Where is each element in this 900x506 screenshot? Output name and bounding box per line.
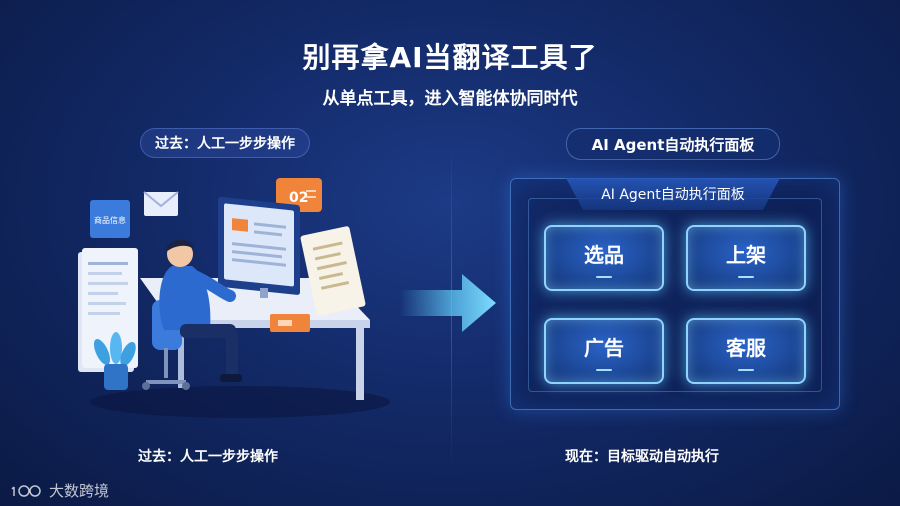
tile-product-selection[interactable]: 选品 xyxy=(544,225,664,291)
person-icon xyxy=(142,239,242,390)
tile-label: 上架 xyxy=(726,242,766,267)
svg-text:商品信息: 商品信息 xyxy=(94,215,126,225)
tile-underline xyxy=(596,368,612,371)
tile-label: 选品 xyxy=(584,242,624,267)
monitor-icon xyxy=(218,196,300,298)
plant-icon xyxy=(93,332,136,390)
agent-panel-label-pill: AI Agent自动执行面板 xyxy=(566,128,780,160)
tile-underline xyxy=(738,275,754,278)
page-title: 别再拿AI当翻译工具了 xyxy=(302,41,598,74)
transition-arrow-icon xyxy=(400,274,496,332)
watermark: 大数跨境 xyxy=(10,480,109,501)
notebook-icon xyxy=(270,314,310,332)
present-caption: 现在：目标驱动自动执行 xyxy=(565,449,719,465)
past-caption: 过去：人工一步步操作 xyxy=(138,449,278,465)
checklist-icon xyxy=(300,226,366,316)
past-label-pill: 过去：人工一步步操作 xyxy=(140,128,310,158)
page-subtitle: 从单点工具，进入智能体协同时代 xyxy=(322,89,578,109)
tile-label: 广告 xyxy=(584,335,624,360)
tile-customer-service[interactable]: 客服 xyxy=(686,318,806,384)
watermark-text: 大数跨境 xyxy=(49,482,110,500)
tile-underline xyxy=(738,368,754,371)
tile-label: 客服 xyxy=(726,335,766,360)
svg-text:02: 02 xyxy=(289,190,308,206)
tile-advertising[interactable]: 广告 xyxy=(544,318,664,384)
product-card-icon: 商品信息 xyxy=(90,200,130,238)
document-stack-icon xyxy=(78,248,138,372)
tile-listing[interactable]: 上架 xyxy=(686,225,806,291)
agent-panel-header: AI Agent自动执行面板 xyxy=(566,178,780,210)
tile-underline xyxy=(596,275,612,278)
manual-work-illustration: 02 商品信息 xyxy=(78,178,390,418)
mail-icon xyxy=(143,191,179,216)
infinity-logo-icon xyxy=(11,484,41,497)
